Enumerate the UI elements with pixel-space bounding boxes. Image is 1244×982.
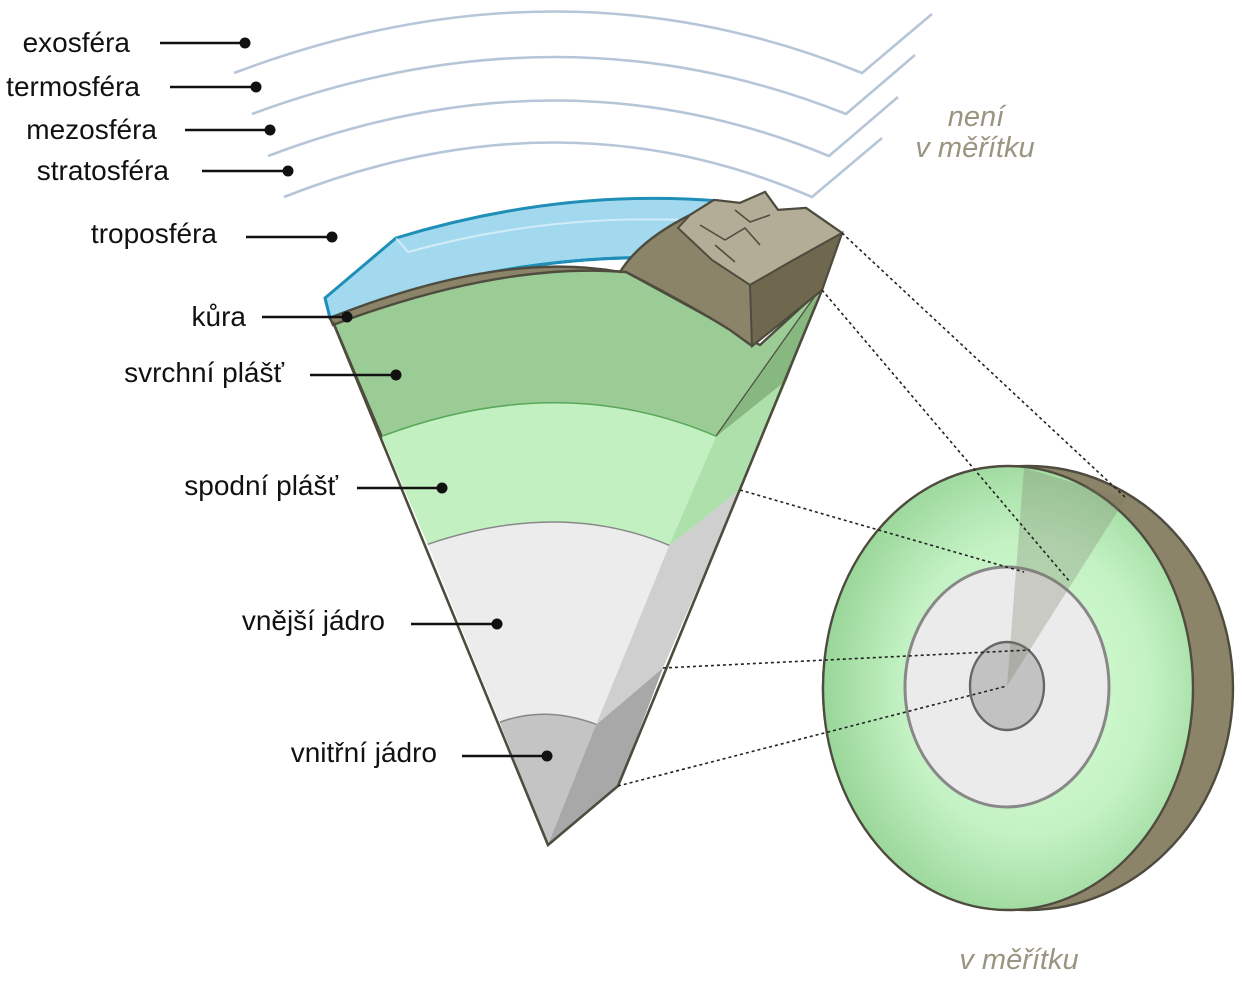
not-to-scale-note-line2: v měřítku bbox=[915, 132, 1034, 164]
lower-mantle-label: spodní plášť bbox=[184, 470, 338, 501]
sphere-inner-core bbox=[968, 640, 1046, 732]
to-scale-note: v měřítku bbox=[959, 944, 1078, 976]
upper-mantle-label: svrchní plášť bbox=[124, 357, 284, 388]
troposphere-label: troposféra bbox=[91, 218, 217, 249]
outer-core-label: vnější jádro bbox=[242, 605, 385, 636]
exosphere-label: exosféra bbox=[23, 27, 131, 58]
thermosphere-arc bbox=[251, 54, 916, 116]
crust-layer bbox=[328, 190, 844, 349]
earth-cross-section-sphere bbox=[821, 464, 1235, 912]
projection-lines bbox=[617, 232, 1127, 787]
mesosphere-arc bbox=[267, 96, 899, 158]
stratosphere-label: stratosféra bbox=[37, 155, 170, 186]
atmosphere-layers bbox=[233, 10, 933, 199]
leader-lines bbox=[160, 37, 553, 762]
crust-label: kůra bbox=[192, 301, 247, 332]
inner-core-label: vnitřní jádro bbox=[291, 737, 437, 768]
stratosphere-arc bbox=[283, 137, 883, 199]
not-to-scale-note-line1: není bbox=[948, 101, 1007, 133]
lower-mantle-layer bbox=[382, 380, 787, 546]
mesosphere-label: mezosféra bbox=[26, 114, 157, 145]
thermosphere-label: termosféra bbox=[6, 71, 140, 102]
exosphere-arc bbox=[233, 10, 933, 75]
